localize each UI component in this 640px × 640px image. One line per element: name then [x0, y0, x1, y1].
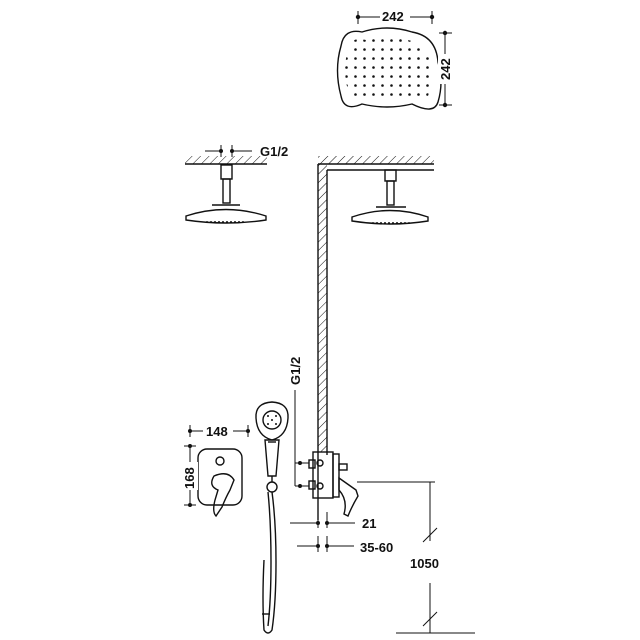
embedded-valve	[308, 451, 359, 517]
plate-width-dimension: 148	[188, 423, 250, 439]
ceiling-arm-right	[351, 169, 429, 225]
ceiling-arm-left	[185, 164, 267, 224]
install-height-dimension: 1050	[357, 481, 475, 634]
ceiling-thread-label: G1/2	[260, 144, 288, 159]
head-width-dimension: 242	[355, 8, 435, 24]
plate-height-dimension: 168	[182, 444, 198, 507]
install-height-label: 1050	[410, 556, 439, 571]
plate-thickness-dimension: 21	[290, 510, 376, 531]
wall-thread-dimension: G1/2	[288, 357, 309, 488]
head-depth-dimension: 242	[438, 30, 454, 108]
plate-width-label: 148	[206, 424, 228, 439]
wall-section	[317, 156, 434, 520]
wall-thread-label: G1/2	[288, 357, 303, 385]
plate-thickness-label: 21	[362, 516, 376, 531]
plate-height-label: 168	[182, 467, 197, 489]
ceiling-left	[185, 156, 267, 165]
ceiling-thread-dimension: G1/2	[205, 144, 288, 159]
mixer-front-view	[197, 448, 243, 518]
hand-shower	[255, 401, 289, 634]
embed-depth-label: 35-60	[360, 540, 393, 555]
head-depth-label: 242	[438, 58, 453, 80]
shower-head-top-view	[336, 27, 442, 110]
embed-depth-dimension: 35-60	[297, 536, 393, 555]
head-width-label: 242	[382, 9, 404, 24]
